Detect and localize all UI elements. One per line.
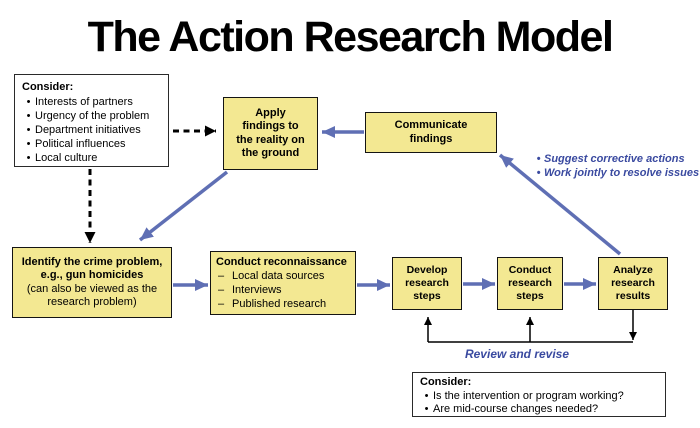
list-item: – Published research (216, 297, 326, 311)
review-revise-label: Review and revise (464, 347, 570, 361)
consider-evaluation-heading: Consider: (420, 376, 472, 388)
identify-problem-label: Identify the crime problem, e.g., gun ho… (21, 255, 163, 282)
bullet-icon: • (536, 167, 541, 179)
apply-findings-box: Apply findings to the reality on the gro… (223, 97, 318, 170)
arrow-apply-to-identify (138, 170, 229, 242)
consider-partners-list: • Interests of partners • Urgency of the… (22, 95, 164, 165)
list-item-label: Urgency of the problem (35, 110, 150, 122)
list-item-label: Interests of partners (35, 96, 133, 108)
bullet-icon: • (424, 403, 429, 415)
list-item: – Local data sources (216, 269, 326, 283)
dash-icon: – (218, 270, 225, 282)
conduct-steps-label: Conduct research steps (508, 264, 552, 302)
reconnaissance-heading: Conduct reconnaissance (216, 256, 347, 268)
conduct-steps-box: Conduct research steps (497, 257, 563, 310)
reconnaissance-list: – Local data sources – Interviews – Publ… (216, 269, 326, 311)
consider-evaluation-list: • Is the intervention or program working… (420, 390, 661, 416)
communicate-findings-box: Communicate findings (365, 112, 497, 153)
annotation-label: Suggest corrective actions (544, 153, 685, 165)
list-item: • Political influences (22, 137, 164, 151)
annotation-item: • Suggest corrective actions (533, 152, 700, 166)
list-item: • Are mid-course changes needed? (420, 403, 661, 416)
develop-steps-box: Develop research steps (392, 257, 462, 310)
communicate-annotations: • Suggest corrective actions • Work join… (533, 152, 700, 180)
list-item-label: Is the intervention or program working? (433, 390, 624, 402)
bullet-icon: • (26, 138, 31, 150)
reconnaissance-box: Conduct reconnaissance – Local data sour… (210, 251, 356, 315)
analyze-results-box: Analyze research results (598, 257, 668, 310)
identify-problem-box: Identify the crime problem, e.g., gun ho… (12, 247, 172, 318)
list-item: – Interviews (216, 283, 326, 297)
list-item-label: Interviews (232, 284, 282, 296)
list-item-label: Are mid-course changes needed? (433, 403, 599, 415)
list-item: • Urgency of the problem (22, 109, 164, 123)
dash-icon: – (218, 284, 225, 296)
identify-problem-note: (can also be viewed as the research prob… (26, 282, 158, 309)
annotation-label: Work jointly to resolve issues (544, 167, 700, 179)
list-item: • Interests of partners (22, 95, 164, 109)
list-item-label: Political influences (35, 138, 126, 150)
bullet-icon: • (26, 96, 31, 108)
consider-evaluation-box: Consider: • Is the intervention or progr… (412, 372, 666, 417)
annotation-item: • Work jointly to resolve issues (533, 166, 700, 180)
bullet-icon: • (536, 153, 541, 165)
bullet-icon: • (26, 124, 31, 136)
communicate-findings-label: Communicate findings (394, 119, 468, 145)
develop-steps-label: Develop research steps (405, 264, 449, 302)
list-item-label: Department initiatives (35, 124, 141, 136)
list-item: • Department initiatives (22, 123, 164, 137)
apply-findings-label: Apply findings to the reality on the gro… (236, 106, 305, 160)
analyze-results-label: Analyze research results (611, 264, 655, 302)
page-title: The Action Research Model (87, 13, 614, 61)
list-item-label: Local culture (35, 152, 98, 164)
list-item-label: Published research (232, 298, 327, 310)
consider-partners-heading: Consider: (22, 81, 74, 93)
dash-icon: – (218, 298, 225, 310)
bullet-icon: • (26, 152, 31, 164)
list-item: • Is the intervention or program working… (420, 390, 661, 403)
list-item: • Local culture (22, 151, 164, 165)
consider-partners-box: Consider: • Interests of partners • Urge… (14, 74, 169, 167)
bullet-icon: • (26, 110, 31, 122)
bullet-icon: • (424, 390, 429, 402)
list-item-label: Local data sources (232, 270, 325, 282)
